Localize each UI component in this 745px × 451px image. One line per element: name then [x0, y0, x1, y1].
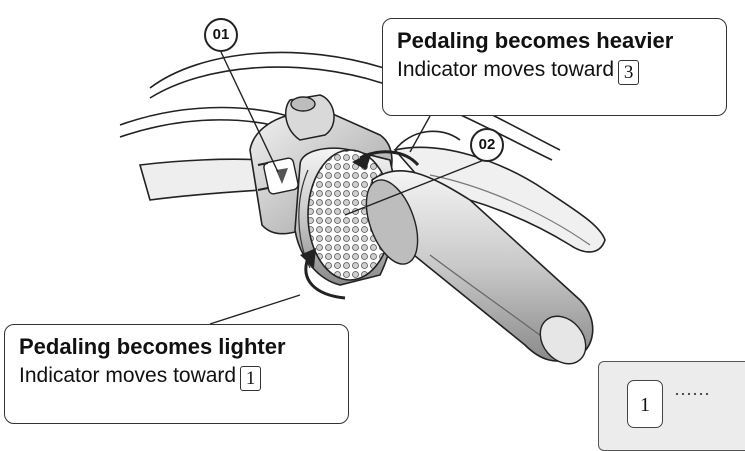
gear-indicator-legend: 1 ······	[598, 361, 745, 451]
leader-lines	[209, 51, 485, 325]
handlebar-tube	[138, 158, 263, 201]
heavier-title: Pedaling becomes heavier	[397, 28, 674, 53]
callout-lighter: Pedaling becomes lighter Indicator moves…	[4, 324, 349, 424]
handlebar-grip	[365, 170, 594, 365]
callout-heavier: Pedaling becomes heavier Indicator moves…	[382, 18, 727, 116]
twist-shifter-ring	[294, 147, 396, 286]
rotation-arrow-lighter-icon	[300, 248, 346, 300]
heavier-body-text: Indicator moves toward	[397, 58, 615, 81]
rotation-arrow-heavier-icon	[352, 150, 420, 170]
part-label-01: 01	[204, 18, 238, 52]
indicator-box-1: 1	[240, 366, 262, 391]
legend-key-1: 1	[627, 380, 663, 428]
part-label-02: 02	[470, 128, 504, 162]
lighter-title: Pedaling becomes lighter	[19, 334, 286, 359]
lighter-body-text: Indicator moves toward	[19, 364, 237, 387]
indicator-box-3: 3	[618, 60, 640, 85]
legend-dots: ······	[674, 384, 710, 404]
handlebar-shifter-illustration	[119, 51, 606, 365]
